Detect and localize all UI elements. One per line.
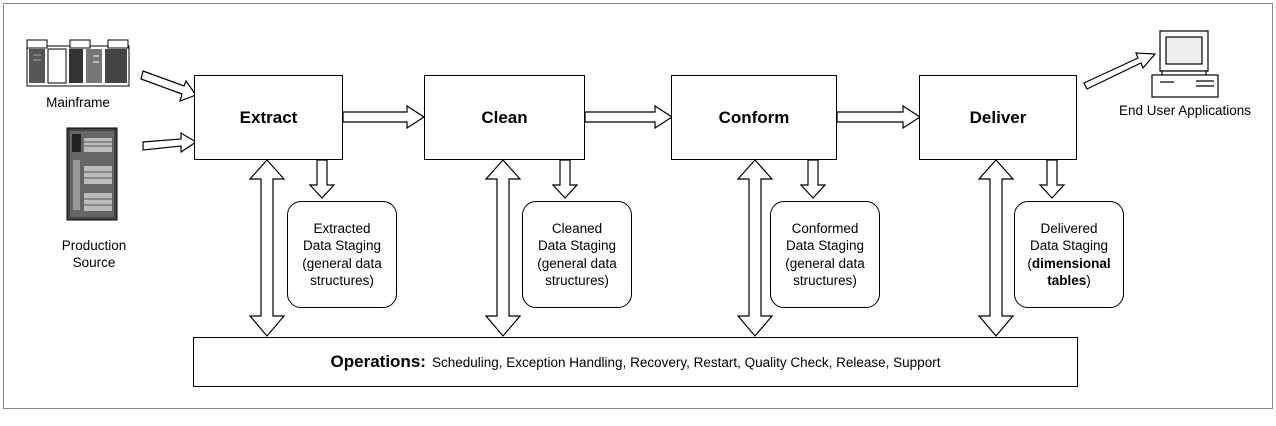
deliver-box: Deliver xyxy=(919,75,1077,160)
paren-open: ( xyxy=(1027,255,1032,271)
staging-line: Cleaned xyxy=(551,220,603,236)
production-label-line1: Production xyxy=(61,238,127,253)
operations-bar: Operations: Scheduling, Exception Handli… xyxy=(193,337,1078,387)
staging-line: structures) xyxy=(310,273,374,288)
arrow-deliver-to-staging xyxy=(1038,159,1066,199)
staging-line: (general data xyxy=(537,255,617,271)
arrow-production-to-extract xyxy=(142,131,198,154)
arrow-conform-to-staging xyxy=(799,159,827,199)
extract-box: Extract xyxy=(194,75,343,160)
staging-line: Delivered xyxy=(1040,220,1098,236)
delivered-staging-box: Delivered Data Staging (dimensional tabl… xyxy=(1014,201,1124,308)
arrow-conform-operations xyxy=(736,159,774,337)
cleaned-staging-box: Cleaned Data Staging (general data struc… xyxy=(522,201,632,308)
arrow-clean-to-conform xyxy=(584,104,674,130)
staging-line: Data Staging xyxy=(537,238,617,253)
production-source-label: Production Source xyxy=(44,237,144,271)
operations-title: Operations: xyxy=(330,352,426,371)
staging-line: (general data xyxy=(302,255,382,271)
staging-line: tables) xyxy=(1047,272,1091,290)
mainframe-icon xyxy=(26,39,130,87)
staging-line: Data Staging xyxy=(1029,238,1109,253)
paren-close: ) xyxy=(1086,273,1091,288)
arrow-extract-to-staging xyxy=(308,159,336,199)
arrow-clean-to-staging xyxy=(551,159,579,199)
bold-dimensional: dimensional xyxy=(1031,255,1111,271)
bold-tables: tables xyxy=(1047,273,1087,288)
production-label-line2: Source xyxy=(72,255,116,270)
end-user-label: End User Applications xyxy=(1118,103,1252,118)
extracted-staging-box: Extracted Data Staging (general data str… xyxy=(287,201,397,308)
arrow-conform-to-deliver xyxy=(836,104,922,130)
staging-line: (general data xyxy=(785,255,865,271)
staging-line: Data Staging xyxy=(302,238,382,253)
staging-line: Data Staging xyxy=(785,238,865,253)
staging-line: Conformed xyxy=(791,220,859,236)
server-icon xyxy=(66,127,118,221)
diagram-frame xyxy=(3,3,1273,409)
staging-line: Extracted xyxy=(313,220,371,236)
operations-items: Scheduling, Exception Handling, Recovery… xyxy=(431,354,941,370)
mainframe-label: Mainframe xyxy=(46,95,110,110)
arrow-extract-to-clean xyxy=(342,104,426,130)
arrow-clean-operations xyxy=(484,159,522,337)
staging-line: (dimensional xyxy=(1027,255,1110,273)
clean-box: Clean xyxy=(424,75,585,160)
computer-icon xyxy=(1151,30,1219,98)
conformed-staging-box: Conformed Data Staging (general data str… xyxy=(770,201,880,308)
staging-line: structures) xyxy=(793,273,857,288)
arrow-extract-operations xyxy=(248,159,286,337)
conform-box: Conform xyxy=(671,75,837,160)
arrow-deliver-operations xyxy=(977,159,1015,337)
arrow-mainframe-to-extract xyxy=(140,70,197,102)
arrow-deliver-to-end-user xyxy=(1083,52,1157,90)
staging-line: structures) xyxy=(545,273,609,288)
